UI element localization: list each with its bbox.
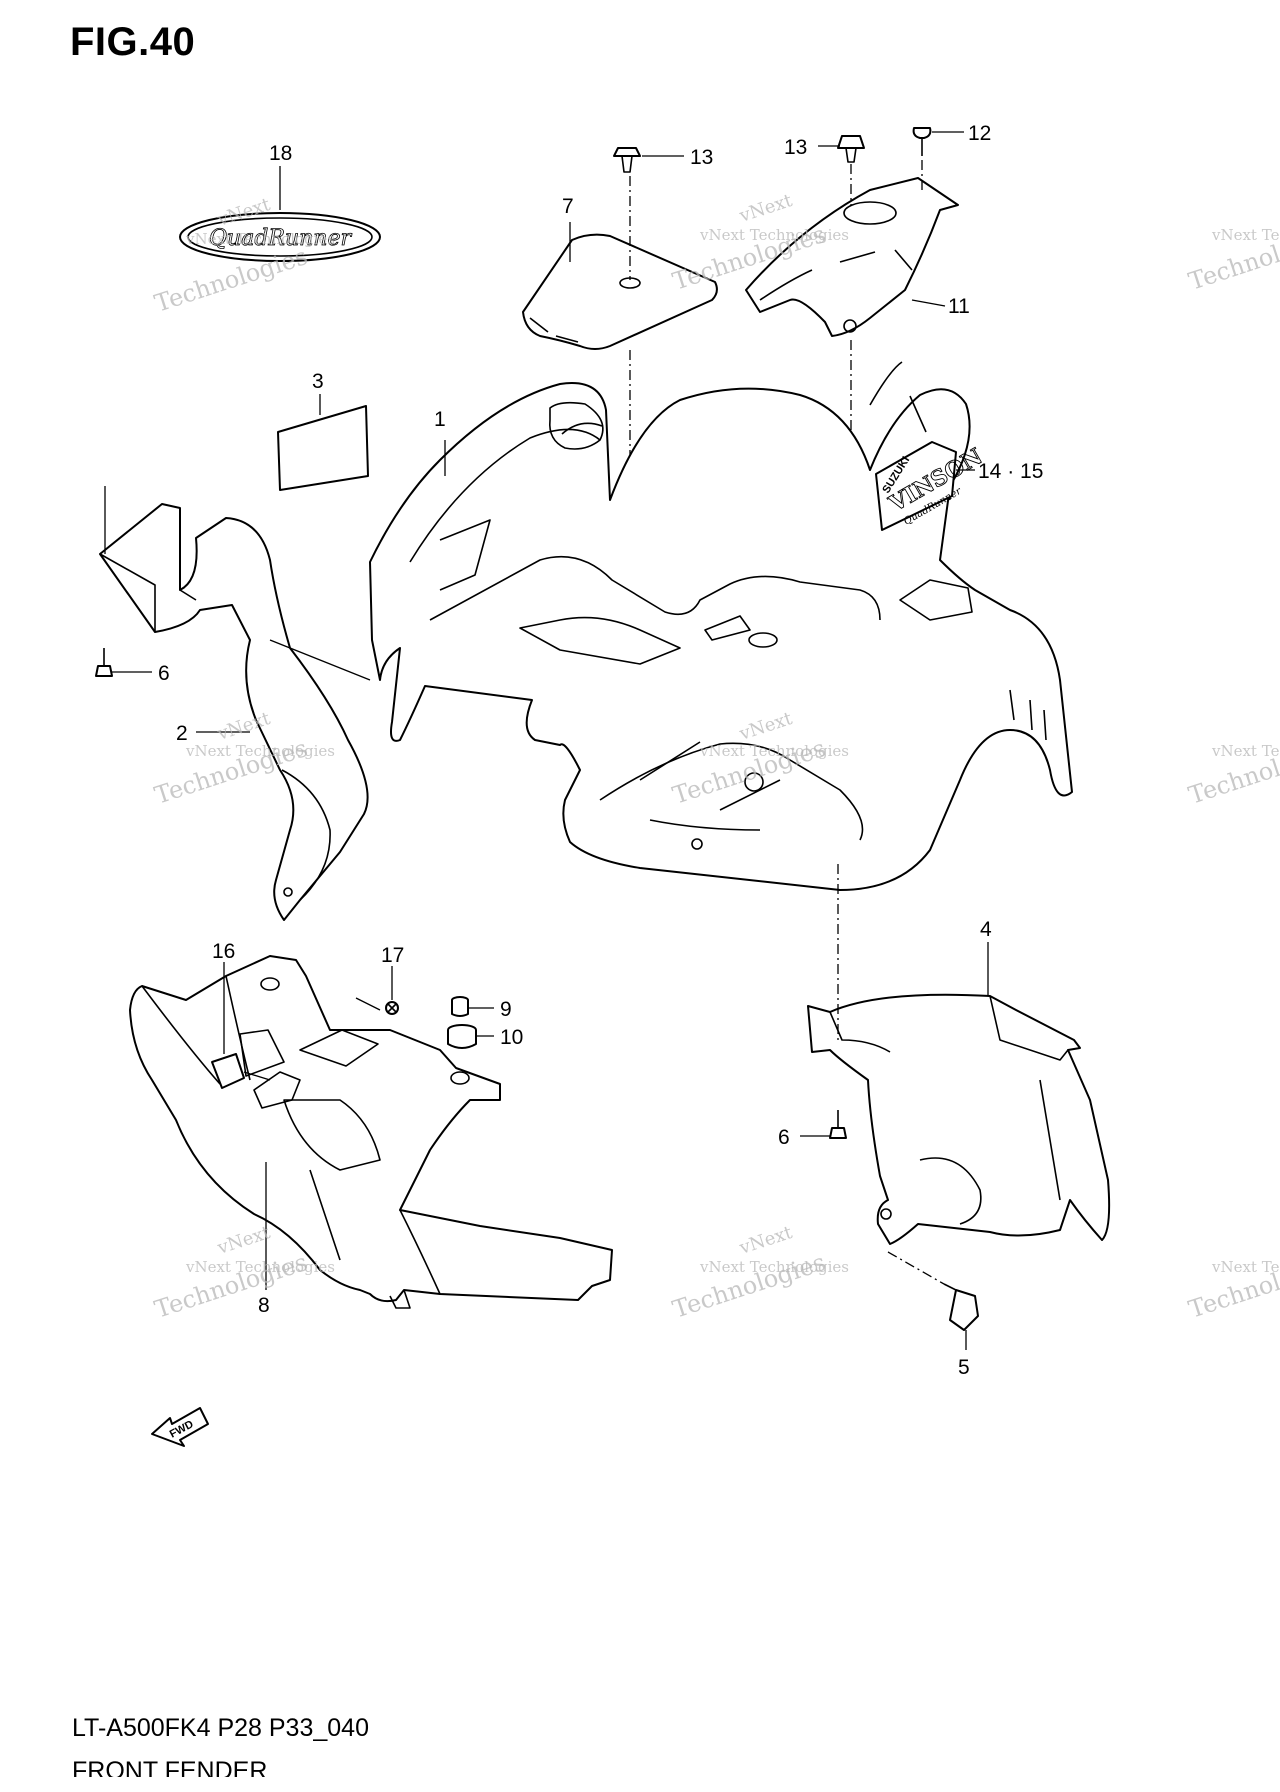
svg-text:vNext: vNext xyxy=(736,190,795,227)
part-6-screw-right xyxy=(829,1110,847,1139)
svg-text:vNext Technologies: vNext Technologies xyxy=(699,1258,849,1276)
callout-2: 2 xyxy=(176,722,188,745)
callout-6b: 6 xyxy=(778,1126,790,1149)
svg-text:vNext Technologies: vNext Technologies xyxy=(185,230,335,248)
section-name: FRONT FENDER xyxy=(72,1757,268,1777)
part-10-grommet xyxy=(447,1024,477,1049)
part-1-front-fender xyxy=(369,361,1073,891)
part-13-rivet-a xyxy=(613,147,641,173)
watermark-3: vNext Technologies Technologies xyxy=(1185,220,1280,296)
callout-13a: 13 xyxy=(690,146,713,169)
callout-13b: 13 xyxy=(784,136,807,159)
callout-17: 17 xyxy=(381,944,404,967)
svg-text:vNext Technologies: vNext Technologies xyxy=(1211,1258,1280,1276)
callout-9: 9 xyxy=(500,998,512,1021)
callout-18: 18 xyxy=(269,142,292,165)
svg-text:vNext Technologies: vNext Technologies xyxy=(699,226,849,244)
callout-16: 16 xyxy=(212,940,235,963)
callout-8: 8 xyxy=(258,1294,270,1317)
callout-11: 11 xyxy=(948,295,970,318)
fwd-direction-arrow: FWD xyxy=(151,1407,209,1447)
part-5-bolt xyxy=(943,1283,979,1331)
part-11-upper-cover xyxy=(745,177,959,337)
part-16-clip xyxy=(211,1053,245,1089)
watermark-9: vNext Technologies Technologies xyxy=(1185,1248,1280,1324)
part-9-bushing xyxy=(451,996,469,1017)
callout-3: 3 xyxy=(312,370,324,393)
figure-title: FIG.40 xyxy=(70,20,196,64)
svg-text:vNext Technologies: vNext Technologies xyxy=(185,742,335,760)
svg-text:vNext Technologies: vNext Technologies xyxy=(1211,226,1280,244)
svg-text:vNext Technologies: vNext Technologies xyxy=(185,1258,335,1276)
part-6-screw-left xyxy=(95,648,113,677)
part-2-left-mudguard xyxy=(99,503,369,921)
watermark-6: vNext Technologies Technologies xyxy=(1185,734,1280,810)
callout-10: 10 xyxy=(500,1026,523,1049)
watermark-8: vNext vNext Technologies Technologies xyxy=(669,1222,849,1324)
callout-6a: 6 xyxy=(158,662,170,685)
part-17-nut xyxy=(385,1001,399,1015)
callout-1: 1 xyxy=(434,408,446,431)
model-code: LT-A500FK4 P28 P33_040 xyxy=(72,1714,369,1742)
emblem-text: QuadRunner xyxy=(209,226,352,251)
callout-12: 12 xyxy=(968,122,991,145)
callout-5: 5 xyxy=(958,1356,970,1379)
callout-4: 4 xyxy=(980,918,992,941)
part-18-emblem: QuadRunner xyxy=(179,212,381,262)
part-13-rivet-b xyxy=(837,135,865,163)
part-3-decal-sheet xyxy=(277,405,369,491)
callout-7: 7 xyxy=(562,195,574,218)
svg-text:vNext: vNext xyxy=(736,1222,795,1259)
part-12-screw xyxy=(912,127,932,156)
part-8-front-cover xyxy=(129,955,613,1309)
svg-text:vNext Technologies: vNext Technologies xyxy=(1211,742,1280,760)
svg-text:vNext Technologies: vNext Technologies xyxy=(699,742,849,760)
part-4-right-mudguard xyxy=(807,993,1111,1245)
callout-14-15: 14 · 15 xyxy=(978,460,1043,483)
svg-text:vNext: vNext xyxy=(214,1222,273,1259)
